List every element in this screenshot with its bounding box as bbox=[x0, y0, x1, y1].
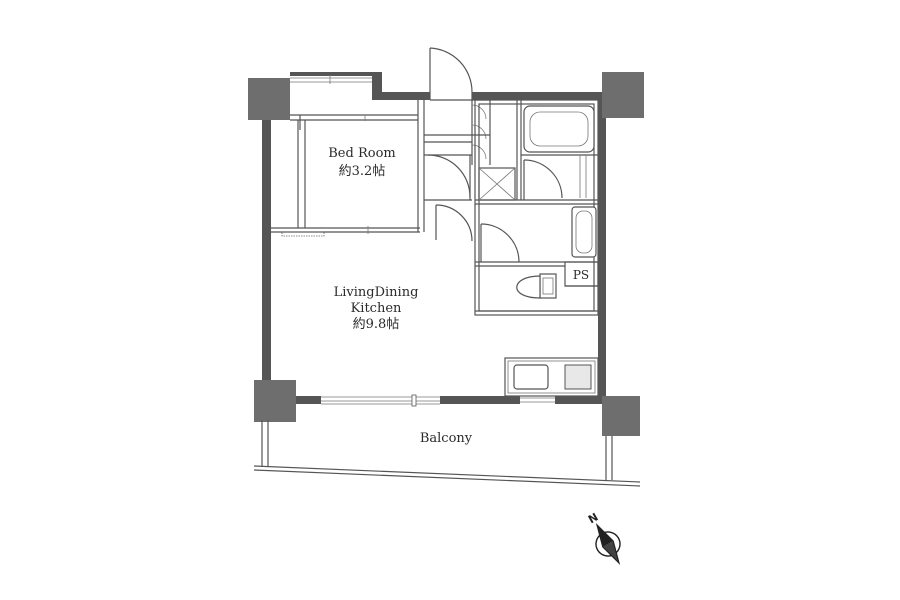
compass-north-arrow-icon: N bbox=[586, 511, 621, 566]
sink-icon bbox=[513, 364, 549, 390]
ldk-name-line2: Kitchen bbox=[351, 301, 402, 316]
pillar-top-left bbox=[248, 78, 290, 120]
ps-label: PS bbox=[573, 268, 589, 282]
toilet-icon bbox=[516, 273, 557, 299]
compass-north-letter: N bbox=[586, 511, 600, 527]
bedroom-name-label: Bed Room bbox=[328, 146, 395, 161]
kitchen-counter bbox=[504, 357, 599, 397]
hall-door bbox=[424, 154, 473, 242]
wet-area-block bbox=[474, 99, 599, 316]
balcony-label: Balcony bbox=[420, 431, 473, 446]
bathtub-icon bbox=[523, 105, 595, 153]
stove-icon bbox=[564, 364, 592, 390]
balcony-windows bbox=[321, 394, 555, 407]
bedroom-walls bbox=[270, 100, 425, 237]
structural-pillars bbox=[248, 72, 644, 436]
washer-space-icon bbox=[478, 167, 516, 201]
bedroom-area-label: 約3.2帖 bbox=[339, 164, 386, 179]
pillar-top-right bbox=[602, 72, 644, 118]
ldk-name-line1: LivingDining bbox=[334, 285, 419, 300]
bedroom-window-top bbox=[290, 75, 372, 84]
pillar-bottom-left bbox=[254, 380, 296, 422]
pillar-bottom-right bbox=[602, 396, 640, 436]
ldk-area-label: 約9.8帖 bbox=[353, 317, 400, 332]
entrance-door bbox=[429, 47, 473, 100]
washbasin-icon bbox=[571, 206, 597, 258]
balcony-outline bbox=[253, 420, 641, 487]
outer-walls bbox=[262, 72, 606, 404]
